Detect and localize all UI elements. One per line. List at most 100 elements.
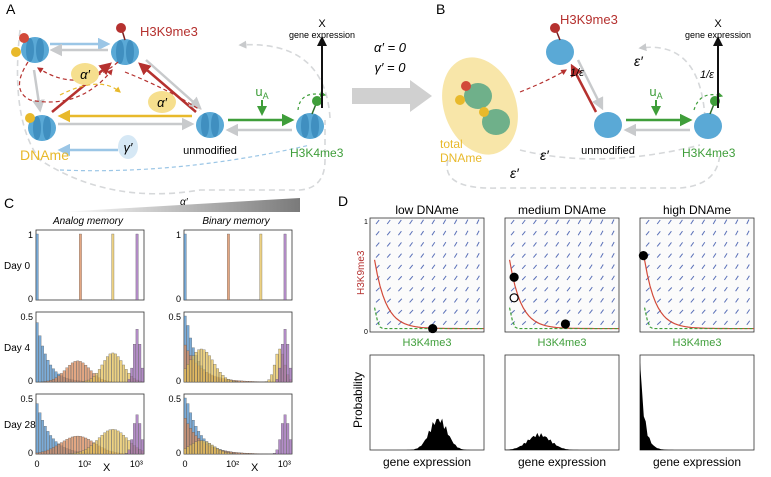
vector-field-arrow	[600, 219, 604, 225]
vector-field-arrow	[521, 275, 526, 281]
vector-field-arrow	[746, 275, 750, 281]
vector-field-arrow	[431, 219, 436, 225]
alpha-label-2: α′	[157, 95, 167, 110]
vector-field-arrow	[690, 298, 695, 303]
histogram-bar	[49, 448, 53, 455]
histogram-bar	[73, 361, 77, 383]
histogram-bar	[84, 364, 88, 383]
total-label-2: DNAme	[440, 151, 482, 165]
histogram-bar	[248, 381, 252, 383]
vector-field-arrow	[746, 264, 750, 270]
histogram-bar	[68, 437, 71, 455]
vector-field-arrow	[566, 219, 571, 225]
vector-field-arrow	[723, 253, 728, 258]
vector-field-arrow	[588, 275, 593, 281]
histogram-bar	[251, 381, 255, 383]
alpha-wedge	[60, 198, 300, 212]
histogram-bar	[108, 429, 112, 455]
feedback-loop-b	[446, 149, 721, 189]
vector-field-arrow	[746, 320, 751, 326]
vector-field-arrow	[566, 253, 571, 258]
histogram-bar	[108, 353, 112, 383]
histogram-bar	[135, 329, 139, 383]
vector-field-arrow	[453, 264, 458, 270]
vector-field-arrow	[442, 298, 447, 303]
vector-field-arrow	[386, 264, 391, 270]
histogram-bar	[89, 378, 93, 383]
y-zero-label: 0	[176, 294, 181, 304]
vector-field-arrow	[409, 298, 414, 303]
unmodified-label-a: unmodified	[183, 145, 237, 157]
vector-field-arrow	[544, 298, 549, 303]
histogram-bar	[103, 360, 107, 383]
vector-field-arrow	[746, 286, 750, 292]
vector-field-arrow	[397, 219, 402, 225]
inv-eps-label-2: 1/ε	[700, 69, 714, 81]
h3k9-label-b: H3K9me3	[560, 12, 618, 27]
vector-field-arrow	[442, 264, 447, 270]
histogram-bar	[106, 356, 109, 383]
histogram-bar	[224, 452, 228, 455]
vector-field-arrow	[465, 253, 469, 258]
vector-field-arrow	[431, 264, 436, 270]
vector-field-arrow	[476, 286, 480, 292]
vector-field-arrow	[690, 253, 695, 258]
nucleosome-b-unmodified	[594, 112, 622, 138]
vector-field-arrow	[735, 264, 739, 270]
vector-field-arrow	[375, 309, 381, 314]
vector-field-arrow	[645, 287, 650, 292]
gene-expression-label-b: gene expression	[685, 30, 751, 40]
histogram-bar	[84, 449, 88, 455]
vector-field-arrow	[656, 321, 662, 326]
vector-field-arrow	[701, 298, 706, 303]
histogram-bar	[41, 451, 44, 455]
histogram-bar	[205, 351, 209, 383]
recruit-b-grey	[519, 144, 701, 160]
histogram-bar	[227, 379, 230, 383]
histogram-bar	[186, 446, 190, 455]
vector-field-arrow	[701, 275, 706, 281]
histogram-bar	[127, 379, 131, 383]
vector-field-arrow	[679, 219, 683, 225]
histogram-bar	[38, 452, 42, 455]
vector-field-arrow	[566, 286, 571, 292]
vector-field-arrow	[420, 309, 425, 314]
vector-field-arrow	[555, 298, 560, 303]
vector-field-arrow	[398, 253, 402, 258]
vector-field-arrow	[521, 242, 526, 247]
vector-field-arrow	[465, 320, 470, 326]
vector-field-arrow	[420, 320, 425, 326]
histogram-bar	[122, 434, 125, 455]
y-max-label: 0.5	[20, 312, 33, 322]
vector-field-arrow	[375, 219, 380, 225]
histogram-bar	[138, 423, 142, 455]
x-tick-label: 10³	[130, 459, 143, 469]
vector-field-arrow	[431, 309, 436, 314]
vector-field-arrow	[521, 298, 527, 303]
vector-field-arrow	[465, 309, 469, 314]
stable-fixed-point	[638, 251, 649, 261]
vector-field-arrow	[555, 230, 560, 236]
histogram-bar	[229, 380, 233, 383]
vector-field-arrow	[577, 241, 582, 247]
vector-field-arrow	[690, 264, 695, 270]
x-tick-label: 10²	[226, 459, 239, 469]
histogram-bar	[57, 375, 61, 383]
vector-field-arrow	[577, 298, 582, 303]
vector-field-arrow	[476, 219, 480, 225]
vector-field-arrow	[386, 219, 391, 225]
alpha-badge-1	[71, 63, 99, 85]
histogram-bar	[289, 439, 292, 455]
vector-field-arrow	[735, 230, 739, 236]
vector-field-arrow	[566, 275, 571, 281]
vector-field-arrow	[723, 264, 728, 270]
total-label-1: total	[440, 137, 463, 151]
panel-b-letter: B	[436, 1, 445, 17]
vector-field-arrow	[668, 264, 673, 270]
vector-field-arrow	[600, 253, 604, 258]
vector-field-arrow	[600, 309, 604, 314]
histogram-bar	[232, 380, 236, 383]
vector-field-arrow	[656, 275, 661, 281]
vector-field-arrow	[476, 275, 480, 281]
